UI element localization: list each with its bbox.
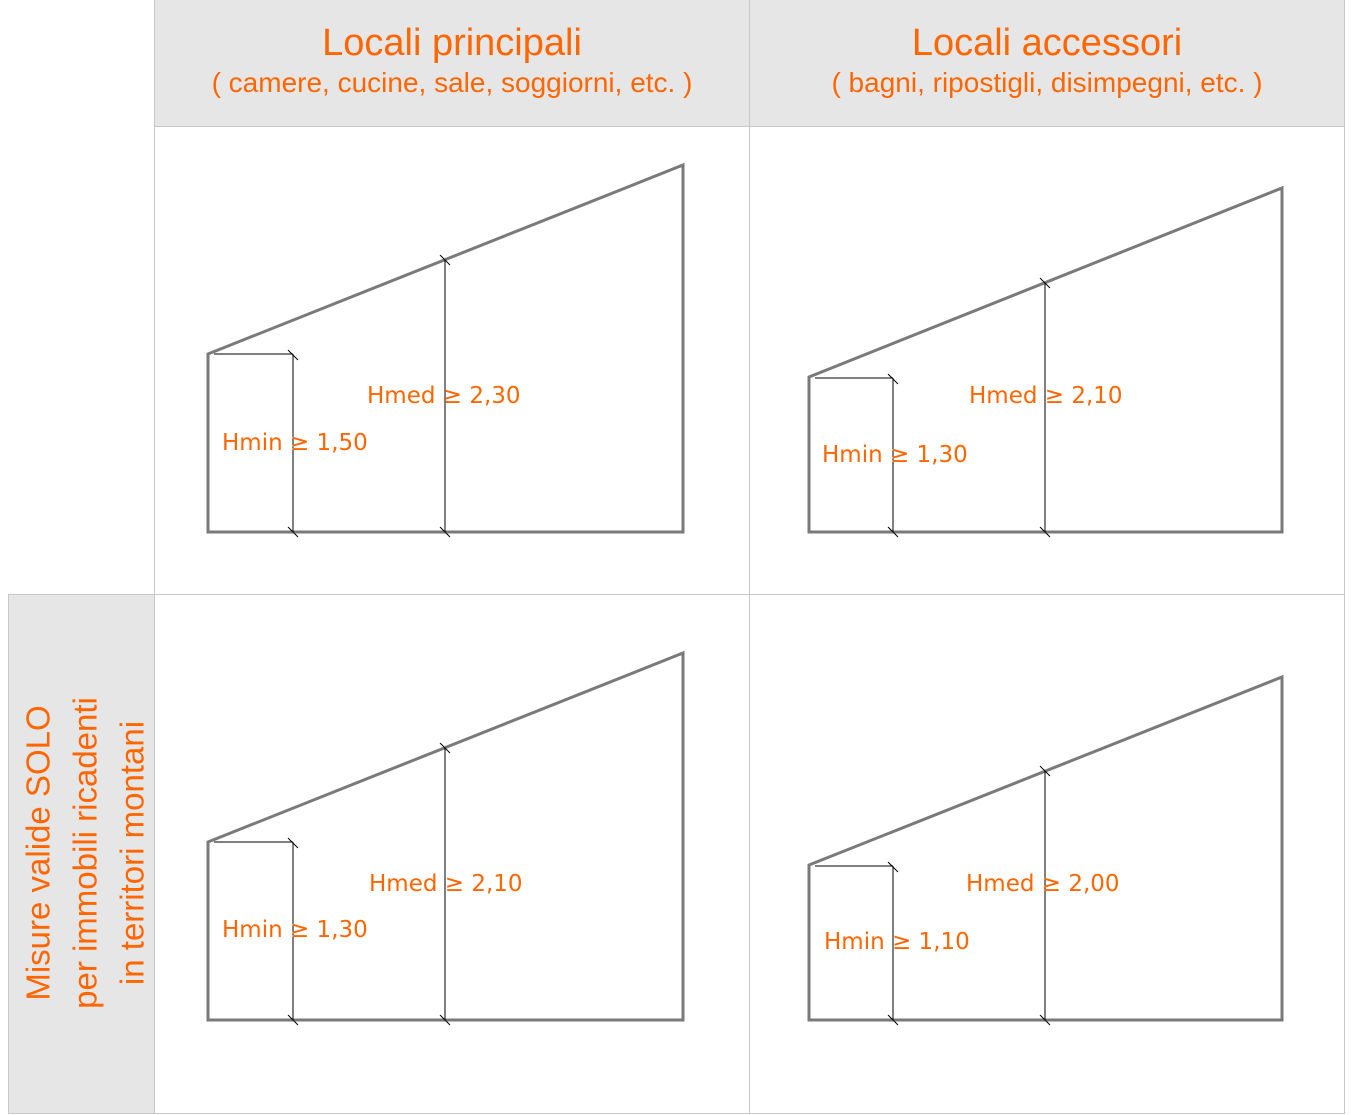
header-principali: Locali principali ( camere, cucine, sale… (155, 0, 749, 126)
hmed-label: Hmed ≥ 2,00 (966, 871, 1120, 897)
hmin-dimension (815, 861, 899, 1026)
hmed-dimension (1039, 277, 1051, 538)
hmed-label: Hmed ≥ 2,10 (969, 383, 1123, 409)
hmed-dimension (1039, 765, 1051, 1026)
grid-hline-header (154, 126, 1345, 127)
hmin-label: Hmin ≥ 1,30 (822, 442, 968, 468)
header-principali-title: Locali principali (322, 22, 582, 64)
side-label-cell: Misure valide SOLO per immobili ricadent… (8, 595, 154, 1113)
grid-vline-right (1344, 0, 1345, 1114)
grid-vline-middle (749, 0, 750, 1114)
hmin-dimension (815, 373, 899, 538)
header-accessori-title: Locali accessori (911, 22, 1183, 64)
hmin-label: Hmin ≥ 1,50 (222, 430, 368, 456)
header-accessori: Locali accessori ( bagni, ripostigli, di… (750, 0, 1344, 126)
grid-vline-left (154, 0, 155, 1114)
diagram-top-left: Hmin ≥ 1,50 Hmed ≥ 2,30 (206, 162, 685, 538)
header-accessori-subtitle: ( bagni, ripostigli, disimpegni, etc. ) (831, 67, 1263, 98)
diagram-bottom-right: Hmin ≥ 1,10 Hmed ≥ 2,00 (807, 674, 1284, 1026)
room-section-shape (807, 674, 1284, 1022)
hmin-dimension (214, 349, 299, 538)
diagram-top-right: Hmin ≥ 1,30 Hmed ≥ 2,10 (807, 185, 1284, 538)
header-principali-subtitle: ( camere, cucine, sale, soggiorni, etc. … (211, 67, 693, 98)
hmin-label: Hmin ≥ 1,10 (824, 929, 970, 955)
room-section-shape (206, 162, 685, 534)
grid-hline-bottom (8, 1113, 1345, 1114)
hmed-label: Hmed ≥ 2,10 (369, 871, 523, 897)
hmed-dimension (439, 742, 451, 1026)
hmin-dimension (214, 837, 299, 1026)
diagram-bottom-left: Hmin ≥ 1,30 Hmed ≥ 2,10 (206, 650, 685, 1026)
grid-hline-middle (8, 594, 1345, 595)
hmin-label: Hmin ≥ 1,30 (222, 917, 368, 943)
room-section-shape (206, 650, 685, 1022)
grid-vline-side (8, 594, 9, 1114)
hmed-label: Hmed ≥ 2,30 (367, 383, 521, 409)
hmed-dimension (439, 254, 451, 538)
room-section-shape (807, 185, 1284, 534)
